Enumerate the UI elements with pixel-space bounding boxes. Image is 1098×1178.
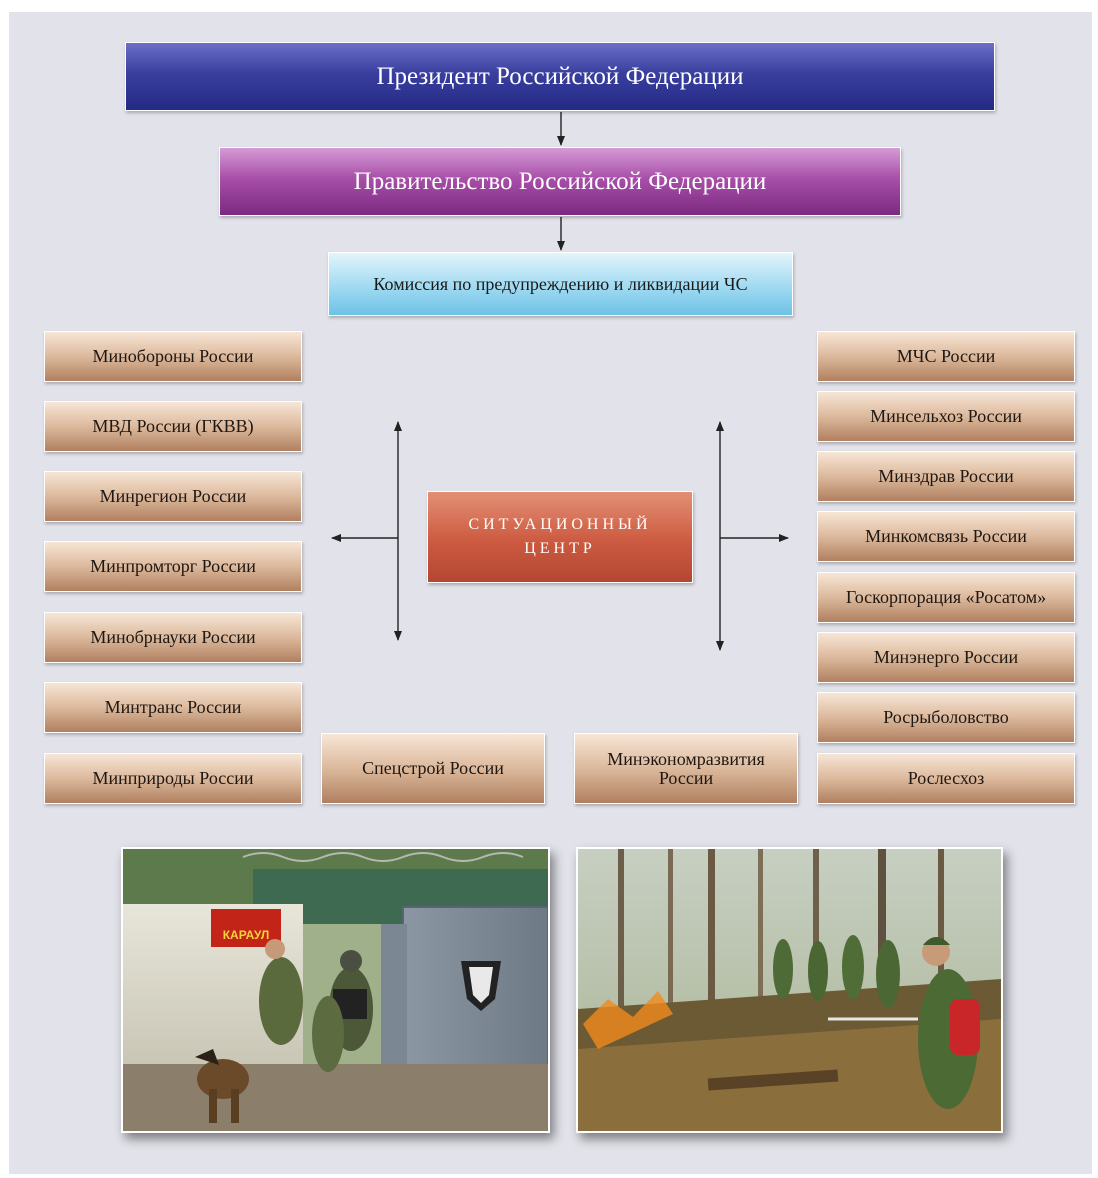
org-box-left-2: МВД России (ГКВВ) (44, 401, 302, 452)
guard-sign: КАРАУЛ (223, 928, 270, 942)
org-box-right-6: Минэнерго России (817, 632, 1075, 683)
org-box-right-2: Минсельхоз России (817, 391, 1075, 442)
org-box-left-4: Минпромторг России (44, 541, 302, 592)
org-box-left-6: Минтранс России (44, 682, 302, 733)
situation-center-line2: ЦЕНТР (524, 540, 596, 557)
org-box-left-7: Минприроды России (44, 753, 302, 804)
org-box-right-4: Минкомсвязь России (817, 511, 1075, 562)
org-box-right-5: Госкорпорация «Росатом» (817, 572, 1075, 623)
org-box-bottom-2: Минэкономразвития России (574, 733, 798, 804)
org-box-bottom-1: Спецстрой России (321, 733, 545, 804)
photo-forest-fire (576, 847, 1003, 1133)
org-box-right-8: Рослесхоз (817, 753, 1075, 804)
president-box: Президент Российской Федерации (125, 42, 995, 111)
photo-guard-post: КАРАУЛ (121, 847, 550, 1133)
org-box-left-3: Минрегион России (44, 471, 302, 522)
org-box-right-3: Минздрав России (817, 451, 1075, 502)
org-box-left-1: Минобороны России (44, 331, 302, 382)
org-box-right-7: Росрыболовство (817, 692, 1075, 743)
situation-center-line1: СИТУАЦИОННЫЙ (468, 516, 652, 533)
org-box-left-5: Минобрнауки России (44, 612, 302, 663)
org-box-right-1: МЧС России (817, 331, 1075, 382)
government-box: Правительство Российской Федерации (219, 147, 901, 216)
situation-center-box: СИТУАЦИОННЫЙ ЦЕНТР (427, 491, 693, 583)
commission-box: Комиссия по предупреждению и ликвидации … (328, 252, 793, 316)
